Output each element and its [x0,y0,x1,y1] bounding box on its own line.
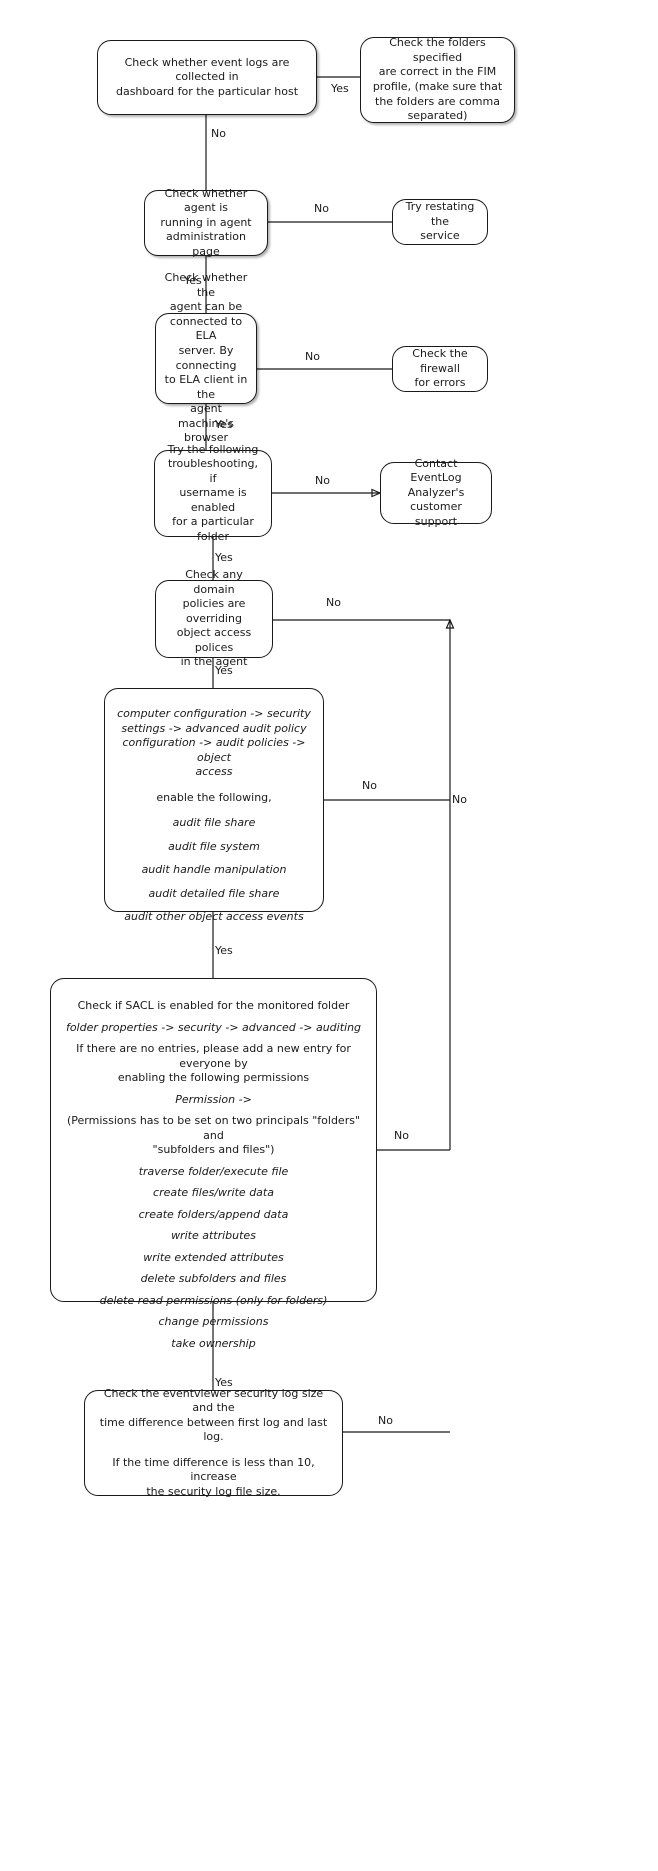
node-line: administration page [166,230,246,258]
sacl-path: folder properties -> security -> advance… [65,1020,362,1034]
node-line: Try the following [167,442,259,456]
edge-label-yes-7: Yes [215,1376,233,1389]
node-line: object access polices [176,626,252,654]
node-line: separated) [407,109,468,123]
node-line: policies are overriding [182,597,246,625]
audit-item: audit handle manipulation [141,863,287,877]
node-check-security-log-size[interactable]: Check the eventviewer security log size … [84,1386,343,1498]
permission-item: write attributes [171,1229,256,1243]
node-contact-customer-support[interactable]: Contact EventLog Analyzer's customer sup… [380,457,492,528]
edge-label-yes-3: Yes [215,418,233,431]
audit-item: audit detailed file share [148,886,280,900]
node-line: troubleshooting, if [167,457,259,485]
node-line: EventLog Analyzer's [407,471,465,499]
node-check-domain-policies-overriding[interactable]: Check any domain policies are overriding… [155,568,273,668]
node-line: for a particular folder [172,515,254,543]
node-check-firewall-errors[interactable]: Check the firewall for errors [392,346,488,392]
node-line: time difference between first log and la… [99,1415,328,1444]
arrowhead-trunk-top [445,618,455,629]
sacl-heading: Check if SACL is enabled for the monitor… [77,999,350,1012]
node-line: server. By connecting [175,343,237,372]
edge-label-no-3: No [305,350,320,363]
permission-item: take ownership [171,1336,256,1350]
node-line: customer support [410,500,462,528]
node-line: are correct in the FIM [378,65,497,79]
edge-label-yes-1: Yes [331,82,349,95]
edge-label-yes-2: Yes [184,274,202,287]
node-line: agent can be [169,300,243,314]
node-line: the folders are comma [375,94,500,108]
node-line: connected to ELA [169,314,243,343]
node-line: dashboard for the particular host [115,84,299,98]
node-line: Try restating the [405,200,475,228]
node-line: username is enabled [179,486,247,514]
node-line: browser [183,431,228,445]
permission-item: traverse folder/execute file [138,1164,289,1178]
node-try-troubleshooting-username[interactable]: Try the following troubleshooting, if us… [154,443,272,543]
audit-item: audit file share [172,816,256,830]
node-line: Check whether the [164,271,248,299]
permission-item: delete read permissions (only for folder… [99,1293,328,1307]
node-line: Check whether agent is [164,186,248,215]
node-line: Contact [414,456,458,470]
node-line: Check the firewall [412,347,468,375]
edge-label-no-5: No [326,596,341,609]
audit-item: audit other object access events [124,910,304,924]
node-line: in the agent [180,655,248,669]
edge-label-yes-5: Yes [215,664,233,677]
arrowhead-n4-no [371,488,382,498]
edge-label-no-6: No [362,779,377,792]
permission-item: delete subfolders and files [140,1272,287,1286]
edge-label-yes-4: Yes [215,551,233,564]
edge-label-no-8: No [378,1414,393,1427]
node-line: If the time difference is less than 10, … [112,1455,315,1484]
node-line: profile, (make sure that [372,80,503,93]
node-line: for errors [414,376,466,390]
node-audit-policy-configuration[interactable]: computer configuration -> security setti… [104,688,324,923]
sacl-note-line: If there are no entries, please add a ne… [76,1042,351,1070]
node-check-agent-running[interactable]: Check whether agent is running in agent … [144,186,268,258]
node-check-agent-connect-ela[interactable]: Check whether the agent can be connected… [155,271,257,444]
node-line: Check whether event logs are collected i… [124,55,290,84]
node-line: Check any domain [185,568,243,596]
node-check-event-logs-collected[interactable]: Check whether event logs are collected i… [97,40,317,115]
permission-item: create folders/append data [138,1207,289,1221]
node-line: access [195,765,233,779]
audit-item: audit file system [168,839,260,853]
edge-label-no-1: No [211,127,226,140]
permission-item: change permissions [158,1315,269,1329]
edge-label-no-4: No [315,474,330,487]
sacl-permission-label: Permission -> [175,1092,252,1106]
sacl-principals-line: (Permissions has to be set on two princi… [66,1114,361,1142]
node-line: running in agent [160,215,252,229]
node-line: Check the eventviewer security log size … [103,1386,324,1415]
permission-item: create files/write data [153,1186,274,1200]
node-try-restarting-service[interactable]: Try restating the service [392,199,488,245]
node-check-sacl-enabled[interactable]: Check if SACL is enabled for the monitor… [50,978,377,1350]
node-check-folders-fim-profile[interactable]: Check the folders specified are correct … [360,36,515,123]
node-line: agent machine's [177,402,235,430]
permission-item: write extended attributes [143,1250,284,1264]
node-line: computer configuration -> security [117,707,311,720]
edge-label-no-2: No [314,202,329,215]
sacl-principals-line: "subfolders and files") [152,1143,275,1157]
node-line: settings -> advanced audit policy [121,721,307,735]
sacl-note-line: enabling the following permissions [117,1071,310,1085]
node-line: Check the folders specified [389,36,486,64]
edge-label-no-7: No [394,1129,409,1142]
edge-label-no-6-right: No [452,793,467,806]
node-line: service [420,229,460,243]
enable-heading: enable the following, [156,790,272,804]
edge-label-yes-6: Yes [215,944,233,957]
node-line: the security log file size. [146,1484,281,1498]
node-line: to ELA client in the [164,373,248,401]
node-line: configuration -> audit policies -> objec… [122,736,306,764]
